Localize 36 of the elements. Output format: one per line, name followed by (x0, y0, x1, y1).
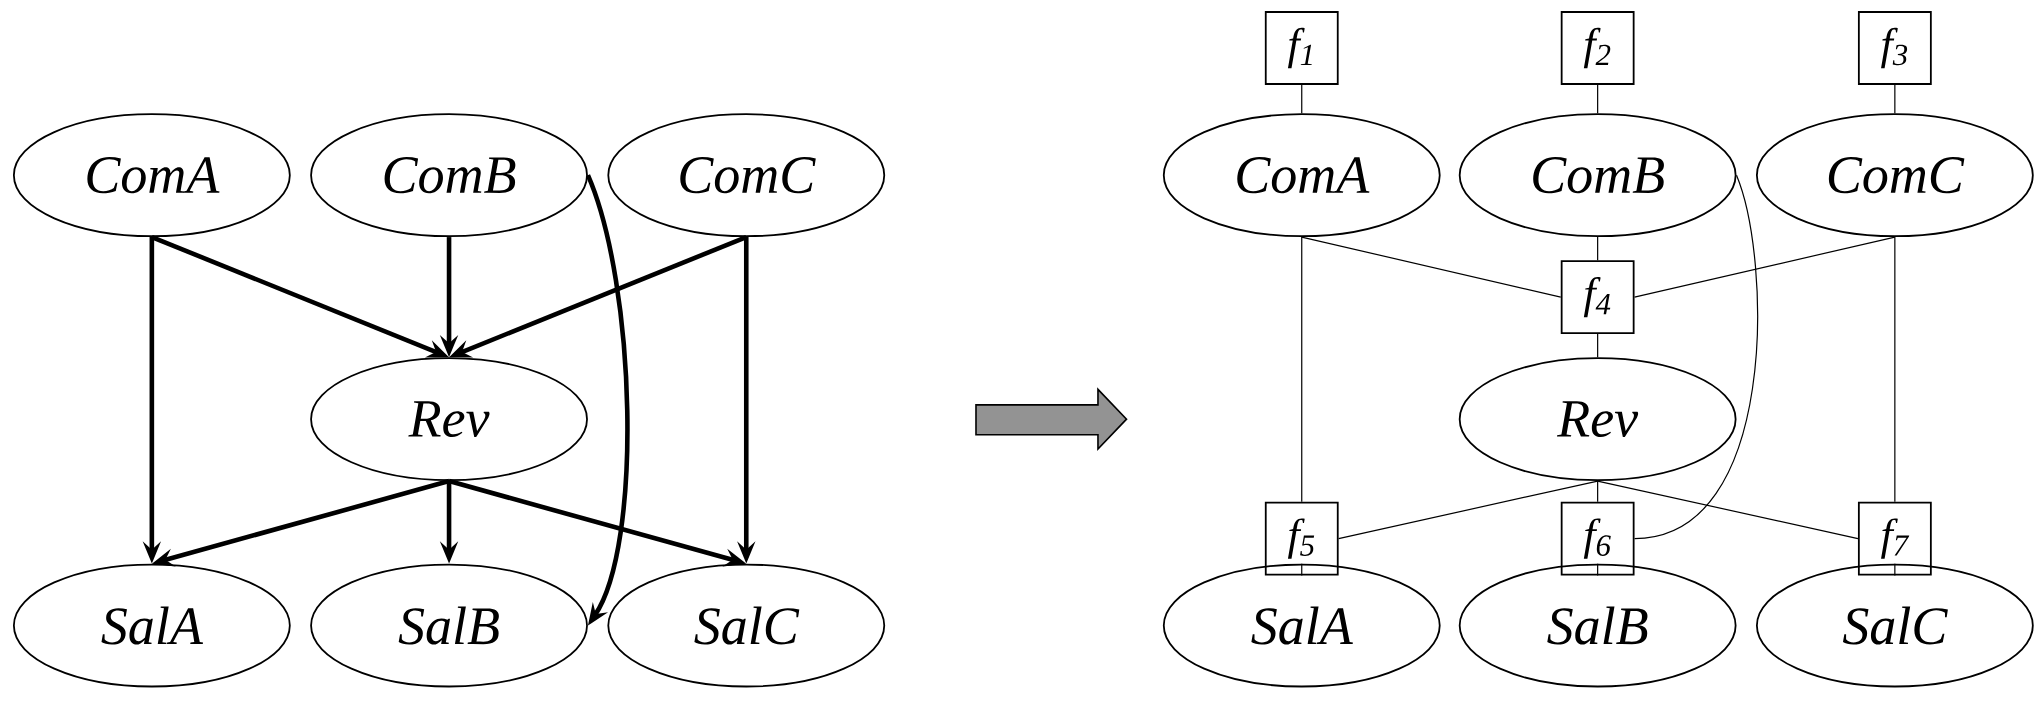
ellipse-node: ComC (607, 113, 886, 238)
ellipse-node: ComA (12, 113, 291, 238)
factor-box: f$_{1}$ (1264, 11, 1339, 86)
connector-line (1894, 563, 1896, 577)
connector-line (1301, 563, 1303, 577)
ellipse-node: SalA (1162, 563, 1441, 688)
ellipse-node: ComB (310, 113, 588, 238)
ellipse-node: ComA (1162, 113, 1441, 238)
ellipse-node: SalC (607, 563, 886, 688)
connector-line (1597, 236, 1599, 262)
connector-line (1597, 480, 1599, 503)
connector-line (1301, 84, 1303, 115)
factor-box: f$_{6}$ (1560, 501, 1635, 576)
connector-line (1301, 236, 1562, 298)
ellipse-node: ComB (1458, 113, 1737, 238)
connector-line (1597, 333, 1599, 359)
ellipse-node: SalA (12, 563, 291, 688)
ellipse-node: SalB (1458, 563, 1737, 688)
connector-line (1894, 236, 1896, 503)
connector-line (1597, 84, 1599, 115)
ellipse-node: Rev (1458, 357, 1737, 482)
ellipse-node: Rev (310, 357, 588, 482)
ellipse-node: ComC (1755, 113, 2034, 238)
factor-box: f$_{4}$ (1560, 260, 1635, 335)
connector-line (1338, 480, 1599, 540)
connector-line (1633, 236, 1896, 298)
connector-line (1597, 563, 1599, 577)
ellipse-node: SalC (1755, 563, 2034, 688)
connector-line (1894, 84, 1896, 115)
factor-box: f$_{3}$ (1857, 11, 1932, 86)
connector-line (1301, 236, 1303, 503)
factor-box: f$_{7}$ (1857, 501, 1932, 576)
ellipse-node: SalB (310, 563, 588, 688)
factor-box: f$_{5}$ (1264, 501, 1339, 576)
connector-line (1597, 480, 1859, 540)
factor-box: f$_{2}$ (1560, 11, 1635, 86)
